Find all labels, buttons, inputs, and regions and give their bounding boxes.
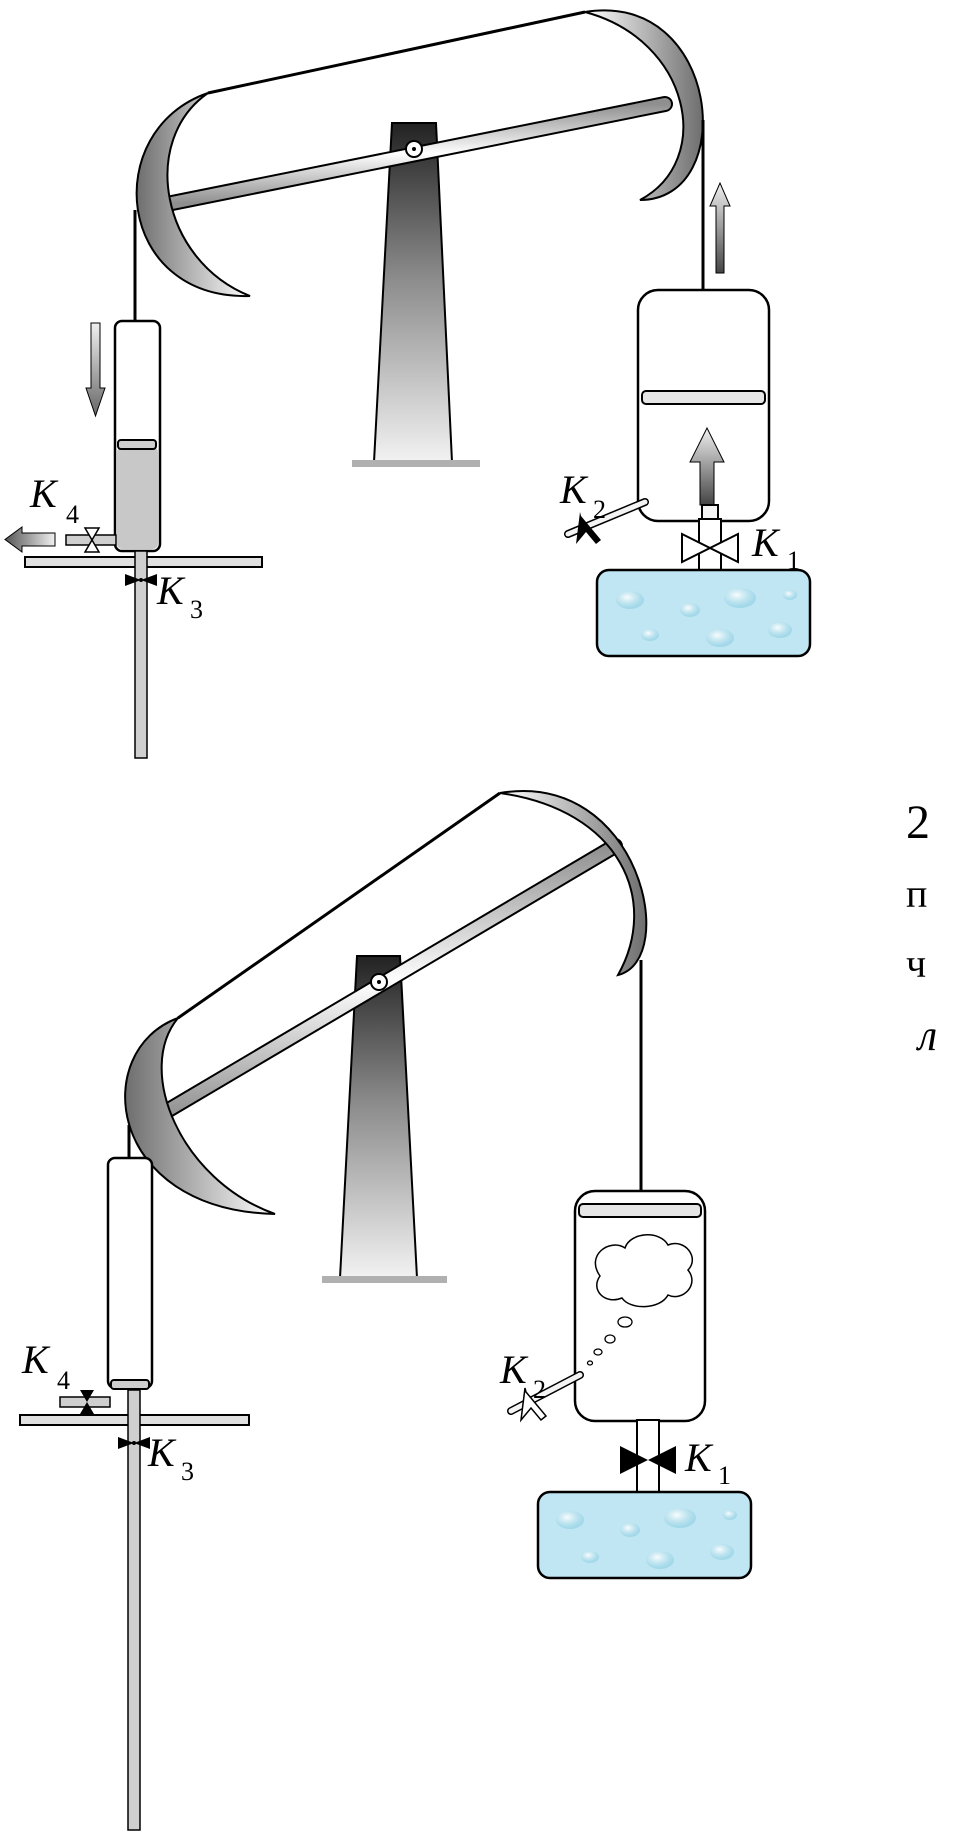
edge-text-1: 2 [906, 796, 930, 849]
label-k2: K [499, 1347, 529, 1392]
label-k1-index: 1 [787, 546, 800, 575]
valve-k1-icon [620, 1446, 648, 1474]
label-k3: K [156, 568, 186, 613]
left-arc-head [124, 1015, 276, 1215]
left-piston [110, 1379, 150, 1390]
water-tank [595, 568, 812, 658]
left-arrow-icon [4, 526, 56, 553]
valve-k4-icon [83, 527, 101, 553]
label-k2-index: 2 [533, 1375, 546, 1404]
water-tank [536, 1490, 753, 1580]
pump-stand [372, 122, 454, 463]
valve-k2-icon [519, 1387, 548, 1423]
top-chain [207, 10, 586, 95]
label-k1: K [751, 520, 781, 565]
top-chain [177, 791, 501, 1020]
water-texture [556, 1508, 737, 1569]
left-arc-head [135, 92, 251, 298]
down-arrow-icon [85, 322, 106, 418]
label-k1-index: 1 [718, 1461, 731, 1490]
vapor-bubbles [586, 1316, 633, 1366]
label-k2: K [559, 467, 589, 512]
edge-text-3: ч [906, 941, 927, 986]
valve-k2-icon [576, 512, 601, 544]
label-k4-index: 4 [66, 500, 79, 529]
valve-k1-icon [681, 532, 713, 564]
label-k1: K [684, 1435, 714, 1480]
stand-base [322, 1276, 447, 1283]
edge-text-4: л [918, 1011, 938, 1060]
right-arc-head [499, 790, 648, 977]
label-k4: K [21, 1337, 51, 1382]
label-k3-index: 3 [181, 1457, 194, 1486]
stand-base [352, 460, 480, 467]
well-pipe [127, 1389, 141, 1831]
label-k2-index: 2 [593, 495, 606, 524]
right-piston [641, 390, 766, 405]
panel-bottom: K 4 K 3 K 2 K 1 [19, 790, 753, 1831]
edge-text-2: п [906, 871, 928, 916]
left-piston [117, 439, 157, 450]
up-arrow-icon [709, 181, 731, 274]
panel-top: K 4 K 3 K 2 K 1 [4, 9, 812, 759]
label-k3-index: 3 [190, 595, 203, 624]
label-k4: K [29, 471, 59, 516]
left-cylinder [106, 1156, 154, 1390]
valve-k4-icon [80, 1390, 94, 1414]
right-piston [578, 1203, 702, 1218]
label-k4-index: 4 [57, 1366, 70, 1395]
label-k3: K [147, 1430, 177, 1475]
well-pipe [134, 550, 148, 759]
vapor-cloud [594, 1234, 694, 1308]
right-arc-head [584, 9, 704, 201]
water-texture [616, 588, 797, 647]
flow-arrow-icon [689, 426, 725, 506]
